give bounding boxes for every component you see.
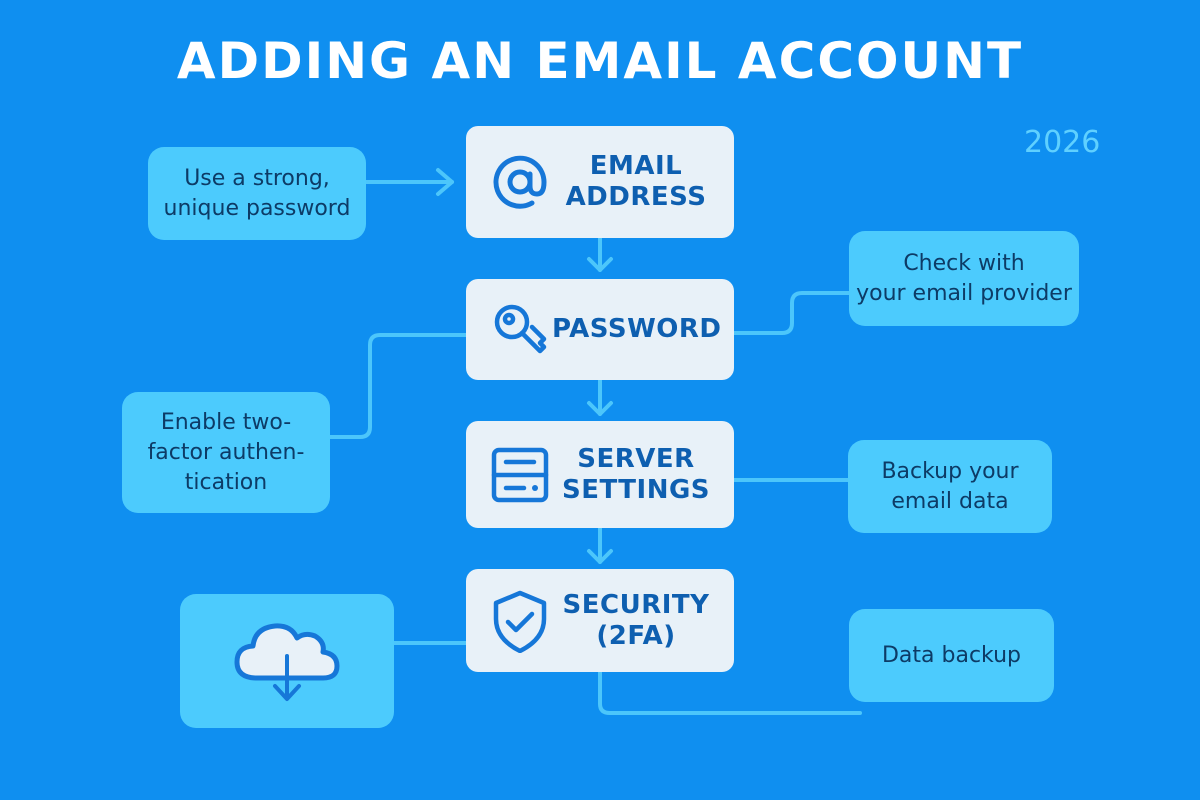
note-two-factor: Enable two- factor authen- tication [122, 392, 330, 513]
note-backup-data: Backup your email data [848, 440, 1052, 533]
step-label: SECURITY (2FA) [562, 589, 710, 651]
connector-password-provider [732, 291, 852, 335]
server-icon [491, 447, 549, 502]
note-data-backup: Data backup [849, 609, 1054, 702]
connector-security-databackup [598, 670, 862, 715]
diagram-title: ADDING AN EMAIL ACCOUNT [176, 32, 1024, 90]
step-email-address: EMAIL ADDRESS [466, 126, 734, 238]
note-strong-password: Use a strong, unique password [148, 147, 366, 240]
connector-password-2fa [328, 333, 468, 439]
step-security-2fa: SECURITY (2FA) [466, 569, 734, 672]
step-password: PASSWORD [466, 279, 734, 380]
shield-check-icon [493, 590, 547, 653]
step-label: SERVER SETTINGS [561, 443, 711, 505]
step-server-settings: SERVER SETTINGS [466, 421, 734, 528]
step-label: EMAIL ADDRESS [565, 151, 707, 212]
year-label: 2026 [1024, 125, 1101, 160]
step-label: PASSWORD [552, 314, 722, 344]
note-check-provider: Check with your email provider [849, 231, 1079, 326]
at-sign-icon [493, 155, 547, 209]
note-cloud-download [180, 594, 394, 728]
cloud-download-icon [234, 623, 340, 701]
key-icon [494, 304, 547, 353]
